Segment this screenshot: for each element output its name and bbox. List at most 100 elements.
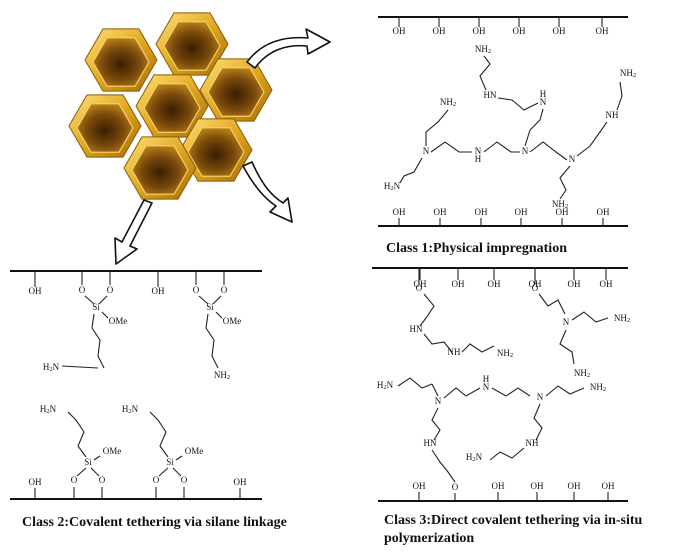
si-ome-bond [93,455,101,461]
ether-oxygen: O [416,283,423,293]
amine-hn: HN [424,438,437,448]
chain-bond [483,141,520,153]
amine-hn: HN [410,324,423,334]
chain-bond [443,387,481,399]
hydroxyl-group: OH [434,207,447,217]
chain-bond [419,293,435,327]
arrow-to-class2 [114,199,153,265]
si-ome-bond [215,311,223,319]
chain-bond [524,108,544,147]
chain-bond [461,343,495,353]
chain-bond [430,141,472,153]
chain-bond [559,329,575,365]
amine-n: N [423,146,430,156]
arrow-to-class3 [242,161,293,223]
amine-n: N [475,146,482,156]
honeycomb-cell-pore [163,21,221,71]
si-ome-bond [101,311,109,319]
amine-label: NH2 [574,368,590,379]
silicon-atom: Si [166,457,174,467]
amine-n: N [540,97,547,107]
si-o-bond [198,295,209,305]
hydroxyl-group: OH [568,481,581,491]
amine-hn: HN [484,90,497,100]
amine-h: H [483,374,490,384]
si-o-bond [98,295,108,305]
chain-bond [529,141,568,161]
hydroxyl-group: OH [433,26,446,36]
methoxy-group: OMe [109,316,128,326]
chain-bond [397,377,433,389]
hydroxyl-group: OH [475,207,488,217]
arrow-to-class1 [246,28,331,69]
chain-bond [559,165,571,200]
amine-label: H2N [377,380,394,391]
silicon-atom: Si [92,302,100,312]
hydroxyl-group: OH [29,286,42,296]
amine-nh: NH [606,110,619,120]
amine-n: N [522,146,529,156]
siloxane-oxygen: O [181,475,188,485]
hydroxyl-group: OH [513,26,526,36]
siloxane-oxygen: O [99,475,106,485]
hydroxyl-group: OH [452,279,465,289]
hydroxyl-group: OH [393,207,406,217]
chain-bond [431,449,456,483]
amine-label: H2N [122,404,139,415]
amine-nh: NH [448,347,461,357]
amine-label: NH2 [440,97,456,108]
silicon-atom: Si [84,457,92,467]
hydroxyl-group: OH [568,279,581,289]
amine-h: H [540,89,547,99]
chain-bond [431,383,439,397]
hydroxyl-group: OH [234,477,247,487]
amine-link [61,365,99,369]
siloxane-oxygen: O [153,475,160,485]
amine-label: H2N [466,452,483,463]
amine-n: N [537,392,544,402]
siloxane-oxygen: O [71,475,78,485]
methoxy-group: OMe [103,446,122,456]
amine-nh: NH [526,438,539,448]
amine-label: NH2 [497,348,513,359]
siloxane-oxygen: O [221,285,228,295]
ether-oxygen: O [532,283,539,293]
amine-label: H2N [384,181,401,192]
hydroxyl-group: OH [152,286,165,296]
chain-bond [497,97,539,111]
chain-bond [616,81,623,111]
honeycomb-cell-pore [131,145,189,195]
si-o-bond [212,295,222,305]
methoxy-group: OMe [185,446,204,456]
propyl-chain [91,313,105,369]
chain-bond [479,55,491,91]
honeycomb-cell-pore [143,83,201,133]
chain-bond [576,121,608,157]
si-o-bond [158,467,169,477]
siloxane-oxygen: O [193,285,200,295]
chain-bond [423,333,453,353]
amine-label: NH2 [590,382,606,393]
class1-caption: Class 1:Physical impregnation [386,241,567,256]
hydroxyl-group: OH [531,481,544,491]
si-o-bond [76,467,87,477]
class3-caption-line2: polymerization [384,531,475,546]
honeycomb-cell-pore [92,37,150,87]
hydroxyl-group: OH [488,279,501,289]
amine-label: NH2 [475,44,491,55]
honeycomb-support-icon [68,12,273,200]
si-ome-bond [175,455,183,461]
amine-n: N [563,317,570,327]
amine-label: NH2 [552,199,568,210]
hydroxyl-group: OH [596,26,609,36]
hydroxyl-group: OH [556,207,569,217]
chain-bond [545,385,585,397]
chain-bond [491,387,531,397]
amine-n: N [569,154,576,164]
hydroxyl-group: OH [597,207,610,217]
silicon-atom: Si [206,302,214,312]
amine-label: NH2 [620,68,636,79]
amine-h: H [475,154,482,164]
chain-bond [533,403,543,441]
